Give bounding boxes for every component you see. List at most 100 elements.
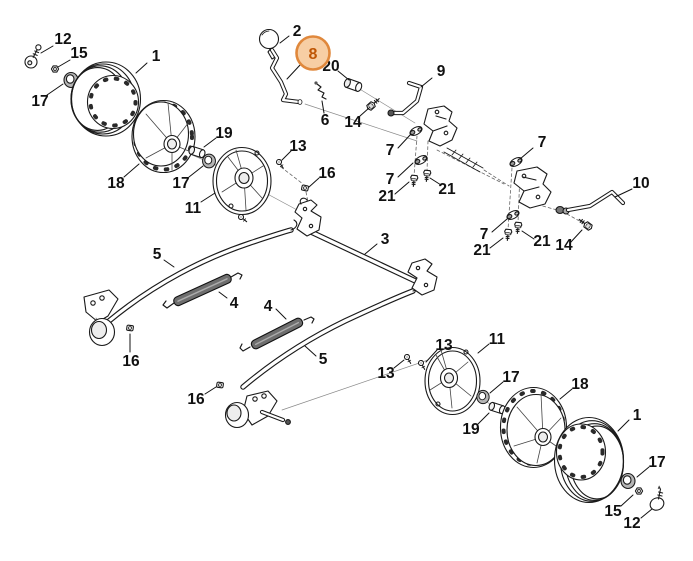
callout-21-left-b[interactable]: 21	[429, 177, 456, 198]
callout-7-left-bottom[interactable]: 7	[386, 162, 414, 188]
callout-12-front[interactable]: 12	[40, 31, 72, 54]
callout-label[interactable]: 6	[321, 112, 330, 129]
callout-label[interactable]: 5	[153, 246, 162, 263]
callout-label[interactable]: 21	[533, 233, 551, 250]
leader-line	[519, 147, 534, 160]
callout-21-left-a[interactable]: 21	[378, 181, 410, 205]
part-1-tire-right	[553, 416, 625, 504]
callout-19-rear[interactable]: 19	[462, 412, 490, 438]
callout-label[interactable]: 2	[293, 23, 302, 40]
callout-label[interactable]: 21	[438, 181, 456, 198]
callout-8-highlighted[interactable]: 8	[286, 35, 331, 80]
callout-7-right-bottom[interactable]: 7	[480, 218, 508, 243]
callout-16-left[interactable]: 16	[122, 333, 140, 370]
callout-label[interactable]: 12	[623, 515, 640, 532]
callout-1-rear[interactable]: 1	[617, 407, 642, 432]
callout-label[interactable]: 16	[122, 353, 140, 370]
callout-15-rear[interactable]: 15	[604, 494, 634, 520]
callout-21-right-b[interactable]: 21	[521, 230, 551, 250]
callout-7-right-top[interactable]: 7	[519, 134, 547, 160]
leader-line	[617, 419, 630, 432]
callout-14-upper[interactable]: 14	[344, 107, 370, 131]
callout-label[interactable]: 21	[378, 188, 396, 205]
leader-line	[281, 150, 292, 161]
leader-line	[57, 59, 71, 68]
callout-label[interactable]: 16	[318, 165, 336, 182]
part-16-nut	[300, 184, 310, 192]
callout-17-front-inner[interactable]: 17	[172, 165, 204, 192]
callout-13-upper[interactable]: 13	[281, 138, 307, 161]
callout-16-bottom[interactable]: 16	[187, 386, 217, 408]
highlight-circle[interactable]	[295, 35, 331, 71]
callout-label[interactable]: 1	[633, 407, 642, 424]
callout-label[interactable]: 4	[230, 295, 239, 312]
callout-5-front[interactable]: 5	[153, 246, 175, 268]
callout-18-rear[interactable]: 18	[559, 376, 589, 400]
callout-17-rear-outer[interactable]: 17	[636, 454, 666, 478]
callout-21-right-a[interactable]: 21	[473, 237, 504, 259]
callout-label[interactable]: 7	[386, 142, 395, 159]
callout-label[interactable]: 1	[152, 48, 161, 65]
leader-line	[135, 62, 148, 74]
callout-label[interactable]: 13	[377, 365, 395, 382]
callout-16-upper[interactable]: 16	[308, 165, 336, 188]
leader-line	[279, 35, 290, 44]
callout-label[interactable]: 15	[70, 45, 88, 62]
callout-label[interactable]: 15	[604, 503, 622, 520]
callout-label[interactable]: 10	[632, 175, 649, 192]
callout-10[interactable]: 10	[614, 175, 650, 198]
callout-label[interactable]: 18	[107, 175, 125, 192]
callout-18-front[interactable]: 18	[107, 163, 140, 192]
callout-12-rear[interactable]: 12	[623, 508, 653, 532]
callout-label[interactable]: 3	[381, 231, 390, 248]
callout-label[interactable]: 11	[489, 331, 506, 348]
callout-7-left-top[interactable]: 7	[386, 133, 412, 159]
callout-1-front[interactable]: 1	[135, 48, 161, 74]
callout-17-front-outer[interactable]: 17	[31, 83, 64, 110]
callout-label[interactable]: 14	[555, 237, 573, 254]
callout-13-rear-right[interactable]: 13	[425, 337, 453, 363]
callout-15-front[interactable]: 15	[57, 45, 88, 68]
callout-9[interactable]: 9	[420, 63, 446, 88]
callout-label[interactable]: 9	[437, 63, 446, 80]
callout-label[interactable]: 13	[289, 138, 307, 155]
callout-label[interactable]: 17	[172, 175, 189, 192]
leader-line	[393, 359, 405, 369]
callout-label[interactable]: 19	[462, 421, 480, 438]
axle-pivot-housing-left	[83, 289, 119, 347]
callout-17-rear-inner[interactable]: 17	[489, 369, 520, 394]
callout-label[interactable]: 17	[31, 93, 48, 110]
callout-4-rear[interactable]: 4	[264, 298, 287, 320]
callout-label[interactable]: 12	[54, 31, 71, 48]
callout-label[interactable]: 14	[344, 114, 362, 131]
callout-label[interactable]: 13	[435, 337, 453, 354]
callout-label-highlighted[interactable]: 8	[309, 46, 318, 63]
leader-line	[397, 133, 412, 149]
callout-13-rear-left[interactable]: 13	[377, 359, 405, 382]
callout-5-rear[interactable]: 5	[304, 345, 328, 368]
callout-6[interactable]: 6	[321, 100, 330, 129]
callout-label[interactable]: 18	[571, 376, 589, 393]
callout-label[interactable]: 7	[538, 134, 547, 151]
part-4-spring-front	[162, 272, 243, 309]
callout-label[interactable]: 17	[648, 454, 665, 471]
leader-line	[188, 165, 204, 178]
callout-11-front[interactable]: 11	[185, 192, 216, 217]
callout-11-rear[interactable]: 11	[477, 331, 506, 354]
callout-3[interactable]: 3	[364, 231, 390, 255]
callout-label[interactable]: 19	[215, 125, 233, 142]
callout-label[interactable]: 5	[319, 351, 328, 368]
callout-label[interactable]: 21	[473, 242, 491, 259]
callout-14-right[interactable]: 14	[555, 229, 583, 254]
callout-4-front[interactable]: 4	[218, 291, 239, 312]
callout-label[interactable]: 7	[386, 171, 395, 188]
leader-line	[275, 308, 287, 320]
callout-2[interactable]: 2	[279, 23, 302, 44]
callout-label[interactable]: 11	[185, 200, 202, 217]
callout-label[interactable]: 17	[502, 369, 519, 386]
callout-19-front[interactable]: 19	[203, 125, 233, 148]
callout-label[interactable]: 4	[264, 298, 273, 315]
callout-label[interactable]: 7	[480, 226, 489, 243]
callout-label[interactable]: 16	[187, 391, 205, 408]
